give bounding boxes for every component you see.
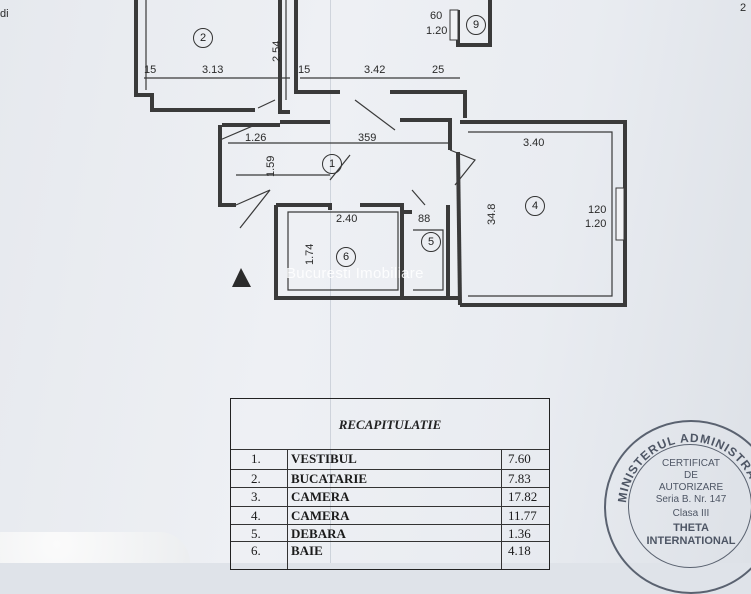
row-number: 6. xyxy=(251,543,261,558)
dimension-label: 88 xyxy=(418,213,431,225)
room-area: 11.77 xyxy=(508,508,537,523)
stamp-line: Clasa III xyxy=(672,508,710,519)
dimension-label: 15 xyxy=(298,64,311,76)
room-name: VESTIBUL xyxy=(291,451,357,466)
room-name: BUCATARIE xyxy=(291,471,368,486)
dimension-label: 120 xyxy=(588,204,607,216)
dimension-label: 1.20 xyxy=(585,218,607,230)
stamp-line: CERTIFICAT xyxy=(662,458,720,469)
room-area: 4.18 xyxy=(508,543,531,558)
dimension-label: 25 xyxy=(432,64,445,76)
dimension-label: 34.8 xyxy=(486,203,498,225)
stamp-line: THETA xyxy=(673,522,709,534)
table-row: 5. DEBARA 1.36 xyxy=(231,524,549,542)
floor-plan-drawing xyxy=(134,0,627,307)
room-number: 1 xyxy=(322,154,342,174)
table-row: 1. VESTIBUL 7.60 xyxy=(231,449,549,467)
room-number: 5 xyxy=(421,232,441,252)
table-row: 2. BUCATARIE 7.83 xyxy=(231,469,549,487)
room-name: CAMERA xyxy=(291,508,350,523)
table-divider xyxy=(287,449,288,569)
room-number: 2 xyxy=(193,28,213,48)
stamp-line: Seria B. Nr. 147 xyxy=(655,494,727,505)
room-area: 1.36 xyxy=(508,526,531,541)
room-name: CAMERA xyxy=(291,489,350,504)
table-row: 4. CAMERA 11.77 xyxy=(231,506,549,524)
dimension-label: 2.54 xyxy=(271,40,283,62)
certification-stamp: MINISTERUL ADMINISTRATI CERTIFICAT DE AU… xyxy=(604,420,751,594)
stamp-line: AUTORIZARE xyxy=(658,482,724,493)
paper-fold xyxy=(330,0,331,563)
watermark: Bucuresti Imobiliare xyxy=(286,265,424,282)
row-number: 3. xyxy=(251,489,261,504)
row-number: 5. xyxy=(251,526,261,541)
recap-table: RECAPITULATIE 1. VESTIBUL 7.60 2. BUCATA… xyxy=(230,398,550,570)
row-number: 1. xyxy=(251,451,261,466)
dimension-label: 2 xyxy=(740,2,747,14)
room-name: DEBARA xyxy=(291,526,346,541)
table-divider xyxy=(501,449,502,569)
dimension-label: 1.59 xyxy=(265,155,277,177)
dimension-label: 15 xyxy=(144,64,157,76)
dimension-label: 3.42 xyxy=(364,64,386,76)
dimension-label: 3.13 xyxy=(202,64,224,76)
recap-title: RECAPITULATIE xyxy=(338,417,442,432)
table-row: 3. CAMERA 17.82 xyxy=(231,487,549,505)
room-area: 7.60 xyxy=(508,451,531,466)
room-number: 6 xyxy=(336,247,356,267)
dimension-label: 359 xyxy=(358,132,377,144)
dimension-label: 60 xyxy=(430,10,443,22)
stamp-line: DE xyxy=(684,470,698,481)
stamp-line: INTERNATIONAL xyxy=(646,535,736,547)
dimension-label: 1.26 xyxy=(245,132,267,144)
room-name: BAIE xyxy=(291,543,323,558)
room-number: 9 xyxy=(466,15,486,35)
dimension-label: 3.40 xyxy=(523,137,545,149)
row-number: 4. xyxy=(251,508,261,523)
room-area: 7.83 xyxy=(508,471,531,486)
room-number: 4 xyxy=(525,196,545,216)
dimension-label: 1.20 xyxy=(426,25,448,37)
dimension-label: 2.40 xyxy=(336,213,358,225)
table-row: 6. BAIE 4.18 xyxy=(231,541,549,559)
north-arrow-icon xyxy=(232,268,251,287)
dimension-label: di xyxy=(0,8,9,20)
tissue-paper-edge xyxy=(0,532,190,563)
room-area: 17.82 xyxy=(508,489,538,504)
row-number: 2. xyxy=(251,471,261,486)
dimension-label: 1.74 xyxy=(304,243,316,265)
